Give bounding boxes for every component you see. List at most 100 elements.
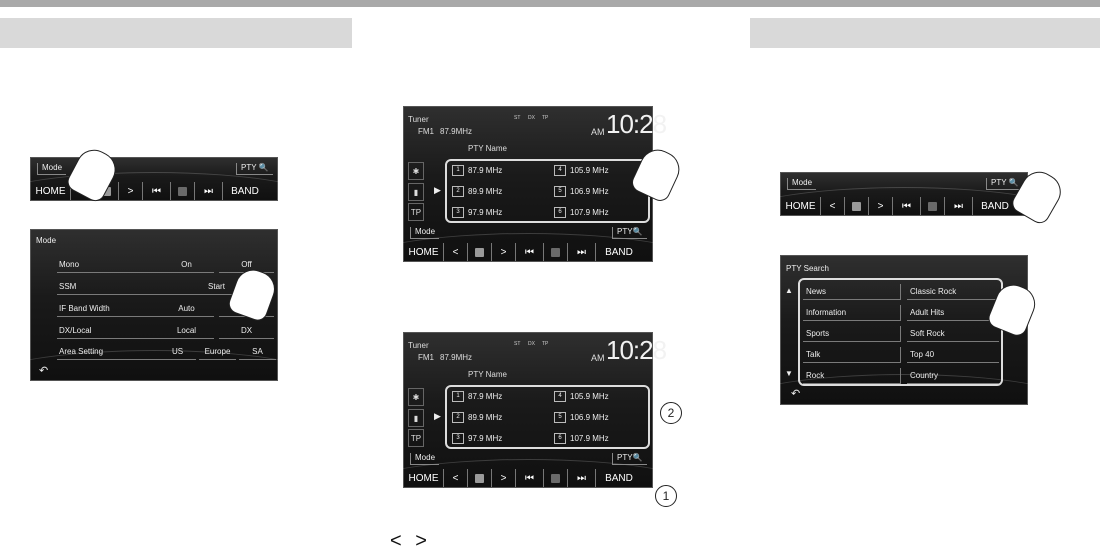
auto-icon[interactable]	[544, 243, 568, 261]
pty-button[interactable]: PTY 🔍	[986, 178, 1023, 190]
top-rule	[0, 0, 1100, 7]
genre-news[interactable]: News	[803, 284, 901, 300]
mode-row-mono: Mono On Off	[31, 256, 279, 274]
tp-indicator: TP	[542, 341, 549, 347]
prev-icon[interactable]: <	[821, 197, 845, 215]
scroll-up-icon[interactable]: ▲	[785, 286, 793, 295]
if-band-auto-button[interactable]: Auto	[159, 301, 214, 317]
next-icon[interactable]: >	[492, 243, 516, 261]
genre-soft-rock[interactable]: Soft Rock	[907, 326, 999, 342]
auto-icon[interactable]	[171, 182, 195, 200]
equalizer-icon[interactable]: ▮	[408, 183, 424, 201]
prev-icon[interactable]: <	[444, 469, 468, 487]
back-icon[interactable]: ↶	[39, 365, 49, 377]
tuner-band-button[interactable]: BAND	[605, 472, 633, 484]
home-button[interactable]: HOME	[781, 197, 821, 215]
dx-indicator: DX	[528, 341, 535, 347]
tp-button[interactable]: TP	[408, 429, 424, 447]
tuner-pty-button[interactable]: PTY🔍	[612, 453, 647, 465]
area-us-button[interactable]: US	[159, 344, 196, 360]
skip-back-icon[interactable]: ⏮	[143, 182, 171, 200]
mode-menu-title: Mode	[36, 236, 57, 245]
equalizer-icon[interactable]: ▮	[408, 409, 424, 427]
next-icon[interactable]: >	[492, 469, 516, 487]
mode-row-area: Area Setting US Europe SA	[31, 343, 279, 361]
mono-label: Mono	[57, 257, 169, 273]
list-icon[interactable]	[845, 197, 869, 215]
scroll-down-icon[interactable]: ▼	[785, 369, 793, 378]
ssm-start-button[interactable]: Start	[159, 279, 274, 295]
mode-button[interactable]: Mode	[787, 178, 817, 190]
tuner-screen-1: Tuner FM1 87.9MHz ST DX TP AM 10:28 PTY …	[354, 106, 702, 262]
genre-top-40[interactable]: Top 40	[907, 347, 999, 363]
area-europe-button[interactable]: Europe	[199, 344, 236, 360]
skip-back-icon[interactable]: ⏮	[516, 243, 544, 261]
mode-button[interactable]: Mode	[37, 163, 67, 175]
pty-button[interactable]: PTY 🔍	[236, 163, 273, 175]
clock: 10:28	[606, 109, 667, 139]
expand-arrow-icon[interactable]: ▶	[434, 411, 441, 421]
bluetooth-icon[interactable]: ✱	[408, 162, 424, 180]
bluetooth-icon[interactable]: ✱	[408, 388, 424, 406]
genre-country[interactable]: Country	[907, 368, 999, 384]
back-icon[interactable]: ↶	[791, 388, 801, 400]
skip-forward-icon[interactable]: ⏭	[568, 243, 596, 261]
band-button[interactable]: BAND	[231, 185, 259, 197]
genre-classic-rock[interactable]: Classic Rock	[907, 284, 999, 300]
local-button[interactable]: Local	[159, 323, 214, 339]
next-icon[interactable]: >	[869, 197, 893, 215]
home-button[interactable]: HOME	[31, 182, 71, 200]
genre-sports[interactable]: Sports	[803, 326, 901, 342]
next-icon[interactable]: >	[119, 182, 143, 200]
tuner-home-button[interactable]: HOME	[404, 243, 444, 261]
genre-adult-hits[interactable]: Adult Hits	[907, 305, 999, 321]
dx-indicator: DX	[528, 115, 535, 121]
ssm-label: SSM	[57, 279, 169, 295]
area-sa-button[interactable]: SA	[239, 344, 276, 360]
tuner-mode-button[interactable]: Mode	[410, 227, 440, 239]
genre-rock[interactable]: Rock	[803, 368, 901, 384]
tuner-band-button[interactable]: BAND	[605, 246, 633, 258]
pty-search-title: PTY Search	[786, 264, 829, 273]
prev-next-arrows: < >	[390, 530, 431, 552]
pty-label: PTY	[991, 178, 1007, 187]
skip-back-icon[interactable]: ⏮	[893, 197, 921, 215]
band-button[interactable]: BAND	[981, 200, 1009, 212]
dx-button[interactable]: DX	[219, 323, 274, 339]
skip-forward-icon[interactable]: ⏭	[195, 182, 223, 200]
tuner-pty-button[interactable]: PTY🔍	[612, 227, 647, 239]
st-indicator: ST	[514, 341, 521, 347]
search-icon: 🔍	[632, 227, 643, 236]
skip-back-icon[interactable]: ⏮	[516, 469, 544, 487]
tp-button[interactable]: TP	[408, 203, 424, 221]
skip-forward-icon[interactable]: ⏭	[568, 469, 596, 487]
frequency-readout: 87.9MHz	[440, 127, 473, 136]
genre-information[interactable]: Information	[803, 305, 901, 321]
if-band-label: IF Band Width	[57, 301, 169, 317]
genre-talk[interactable]: Talk	[803, 347, 901, 363]
skip-forward-icon[interactable]: ⏭	[945, 197, 973, 215]
tuner-mode-button[interactable]: Mode	[410, 453, 440, 465]
mono-on-button[interactable]: On	[159, 257, 214, 273]
list-icon[interactable]	[468, 469, 492, 487]
list-icon[interactable]	[468, 243, 492, 261]
prev-icon[interactable]: <	[444, 243, 468, 261]
tuner-home-button[interactable]: HOME	[404, 469, 444, 487]
expand-arrow-icon[interactable]: ▶	[434, 185, 441, 195]
auto-icon[interactable]	[544, 469, 568, 487]
pty-name-label: PTY Name	[468, 144, 507, 153]
tp-indicator: TP	[542, 115, 549, 121]
auto-icon[interactable]	[921, 197, 945, 215]
